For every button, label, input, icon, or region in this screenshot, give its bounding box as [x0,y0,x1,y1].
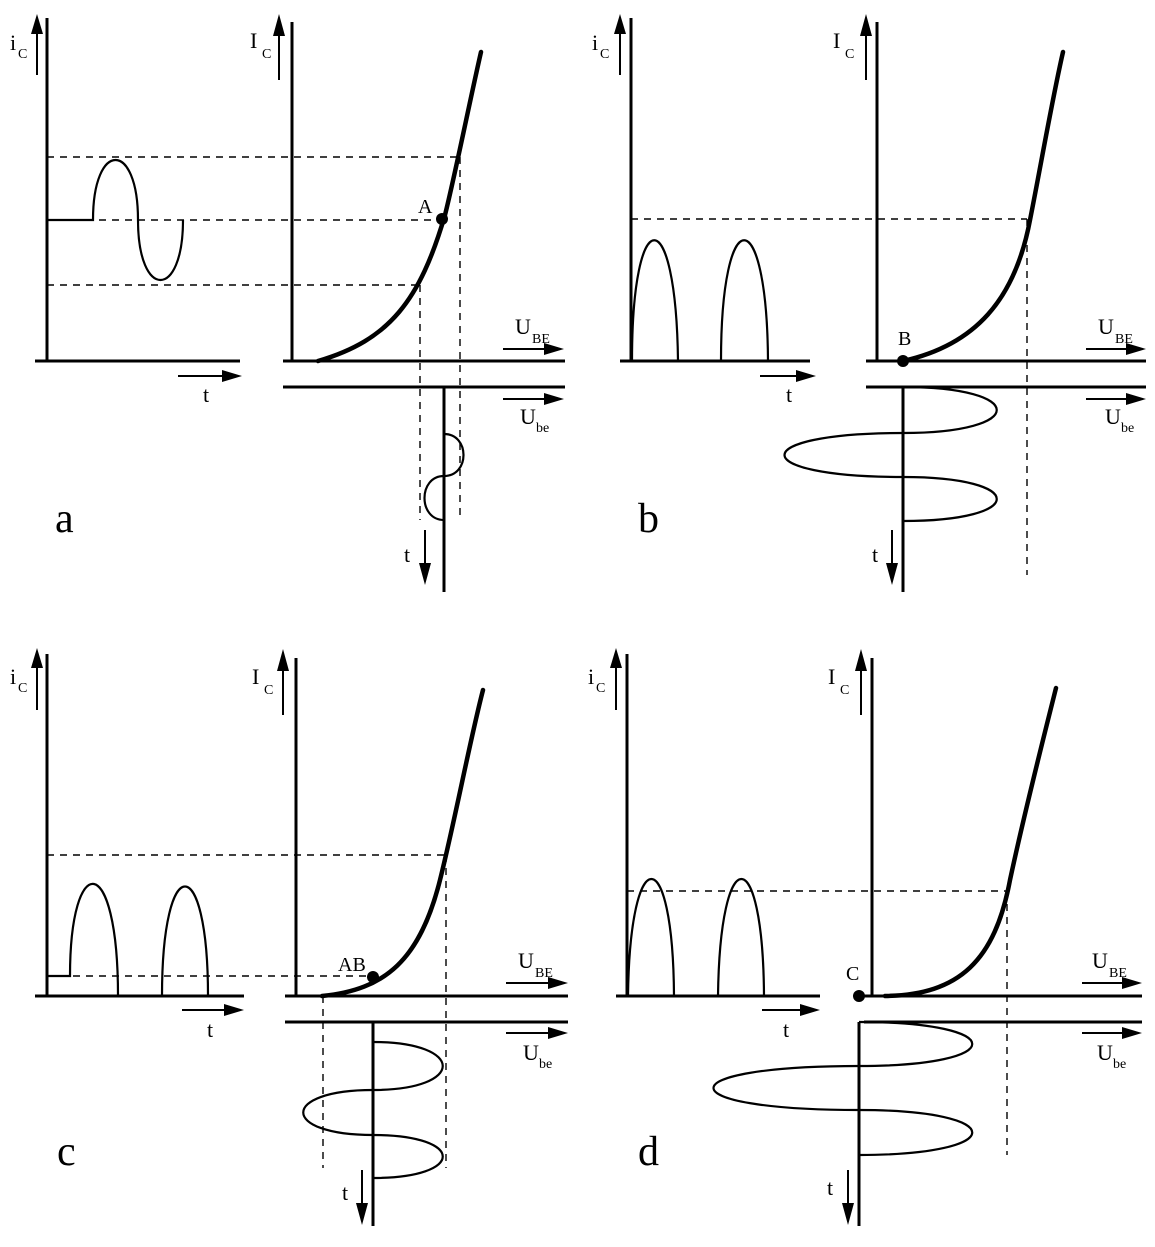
Ube-label-sub: be [1121,421,1134,436]
ic-label: i [10,30,16,55]
operating-point-label: B [898,328,911,350]
output-half-wave-2 [719,239,770,362]
IC-axis-arrowhead [860,14,872,36]
time-arrowhead [224,1004,244,1016]
UBE-label-sub: BE [532,332,550,347]
panel-b: i C t I C U BE B U be t b [592,14,1146,592]
UBE-arrowhead [544,343,564,355]
ic-axis-arrowhead [31,14,43,34]
ic-label-sub: C [18,47,27,62]
input-time-label: t [342,1180,348,1205]
input-time-arrowhead [419,563,431,585]
panel-a: i C t I C U BE A U be t [10,14,565,592]
UBE-label-sub: BE [1115,332,1133,347]
input-time-label: t [827,1175,833,1200]
operating-point-marker [436,213,448,225]
IC-label: I [252,664,259,689]
Ube-arrowhead [544,393,564,405]
UBE-label: U [518,948,534,973]
transfer-characteristic-curve [900,49,1066,364]
Ube-label: U [520,404,536,429]
input-time-arrowhead [356,1203,368,1225]
UBE-label: U [515,314,531,339]
output-partial-wave-1 [47,882,120,997]
input-time-arrowhead [842,1203,854,1225]
IC-label: I [833,28,840,53]
ic-label-sub: C [596,681,605,696]
transfer-characteristic-curve [319,687,486,999]
Ube-arrowhead [548,1027,568,1039]
output-half-wave-1 [630,239,680,362]
UBE-label-sub: BE [535,966,553,981]
panel-label: d [638,1129,659,1175]
Ube-arrowhead [1126,393,1146,405]
ic-axis-arrowhead [614,14,626,34]
IC-label-sub: C [840,683,849,698]
output-pulse-2 [716,878,766,997]
panel-d: i C t I C U BE C U be t d [588,648,1142,1226]
IC-label: I [828,664,835,689]
panel-label: c [57,1129,76,1175]
IC-label: I [250,28,257,53]
Ube-label: U [523,1040,539,1065]
IC-label-sub: C [264,683,273,698]
Ube-label-sub: be [536,421,549,436]
operating-point-label: AB [338,954,366,976]
IC-label-sub: C [262,47,271,62]
panel-label: b [638,496,659,542]
input-time-label: t [872,542,878,567]
input-time-arrowhead [886,563,898,585]
ic-label: i [592,30,598,55]
ic-label-sub: C [600,47,609,62]
ic-axis-arrowhead [31,648,43,668]
ic-label: i [10,664,16,689]
transfer-characteristic-curve [882,685,1059,999]
IC-axis-arrowhead [273,14,285,36]
time-arrowhead [222,370,242,382]
Ube-label: U [1097,1040,1113,1065]
time-label: t [783,1017,789,1042]
Ube-arrowhead [1122,1027,1142,1039]
UBE-label: U [1098,314,1114,339]
IC-axis-arrowhead [277,649,289,671]
IC-axis-arrowhead [855,649,867,671]
input-sine-waveform [783,385,998,523]
output-sine-waveform [47,159,185,281]
operating-point-label: A [418,196,433,218]
input-sine-waveform [712,1020,974,1157]
operating-point-marker [853,990,865,1002]
panel-label: a [55,496,74,542]
operating-point-label: C [846,963,859,985]
transfer-characteristic-curve [315,49,484,364]
ic-label-sub: C [18,681,27,696]
UBE-arrowhead [1126,343,1146,355]
UBE-label-sub: BE [1109,966,1127,981]
time-label: t [203,382,209,407]
time-arrowhead [796,370,816,382]
ic-axis-arrowhead [610,648,622,668]
input-sine-waveform [302,1040,444,1180]
output-pulse-1 [626,878,676,997]
Ube-label: U [1105,404,1121,429]
operating-point-marker [367,971,379,983]
operating-point-marker [897,355,909,367]
input-time-label: t [404,542,410,567]
time-label: t [786,382,792,407]
UBE-arrowhead [1122,977,1142,989]
Ube-label-sub: be [1113,1057,1126,1072]
output-partial-wave-2 [160,885,210,997]
time-arrowhead [800,1004,820,1016]
Ube-label-sub: be [539,1057,552,1072]
UBE-arrowhead [548,977,568,989]
time-label: t [207,1017,213,1042]
ic-label: i [588,664,594,689]
UBE-label: U [1092,948,1108,973]
IC-label-sub: C [845,47,854,62]
panel-c: i C t I C U BE AB U be t c [10,648,568,1226]
